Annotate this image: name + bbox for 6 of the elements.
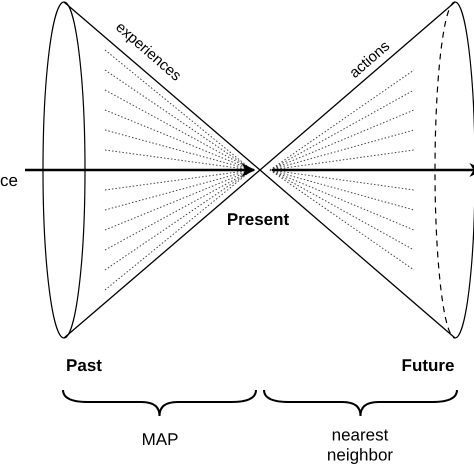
text-label: nearest neighbor [326,426,394,466]
text-label: MAP [142,430,178,450]
text-label: Present [226,210,290,230]
text-label: ce [0,170,18,192]
text-label: Past [66,356,102,376]
text-label: Future [402,356,454,376]
